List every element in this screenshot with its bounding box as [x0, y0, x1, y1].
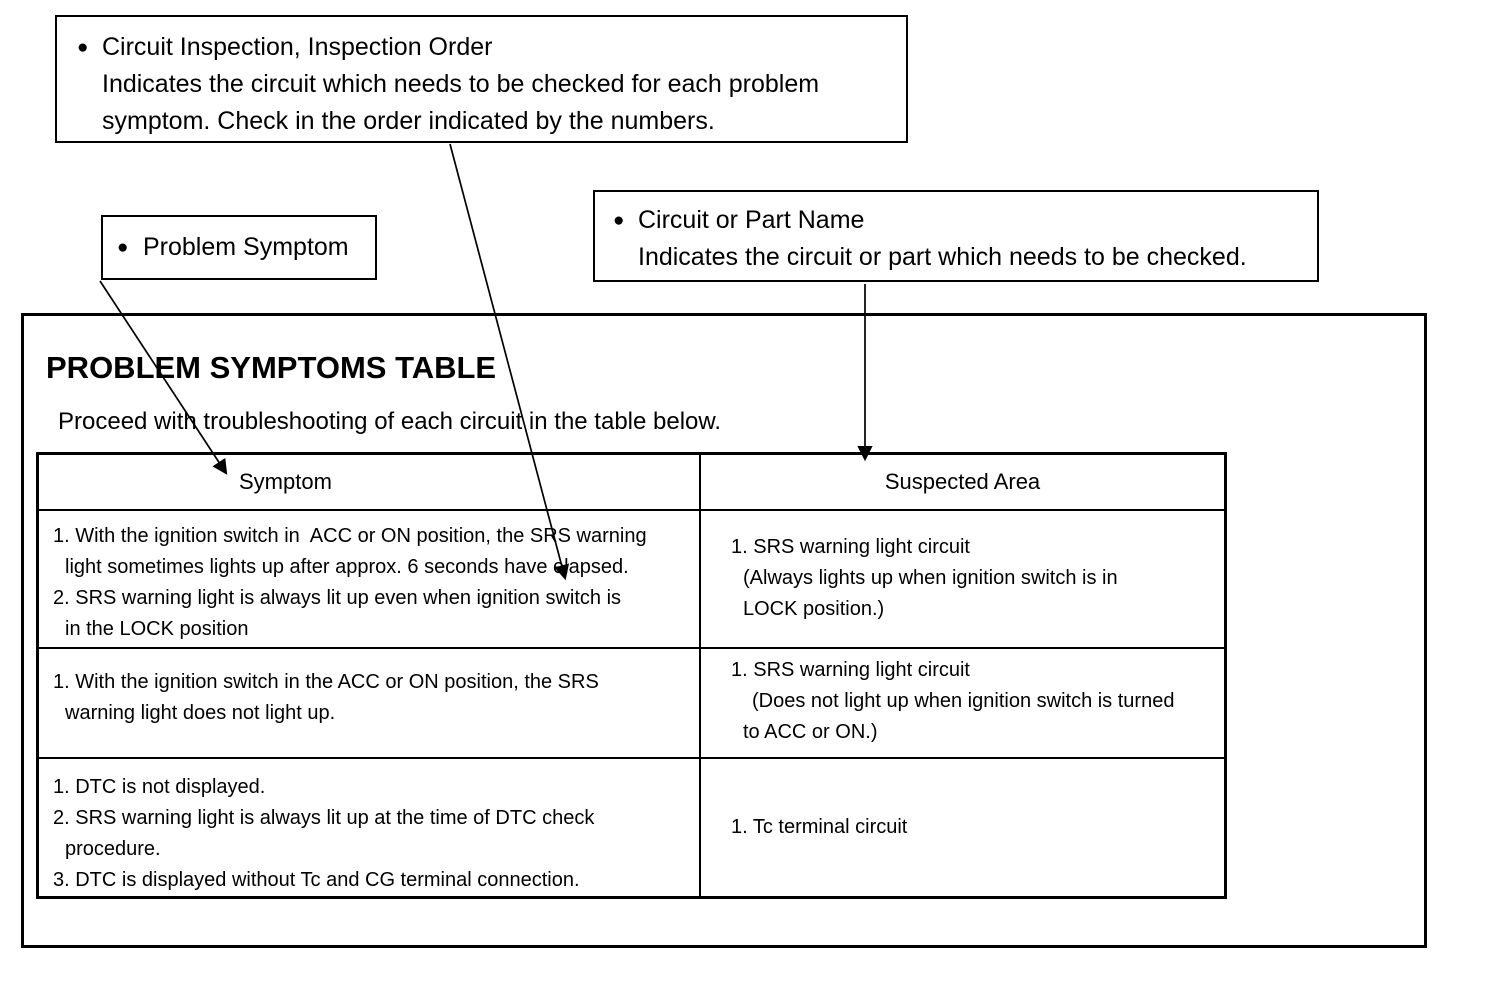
callout-circuit-or-part-line1: Indicates the circuit or part which need…	[638, 243, 1247, 271]
symptom-line: 2. SRS warning light is always lit up ev…	[53, 587, 622, 609]
column-header-suspected-area: Suspected Area	[701, 455, 1224, 509]
column-header-symptom-label: Symptom	[239, 469, 332, 494]
callout-title-row: ● Problem Symptom	[103, 229, 375, 266]
callout-circuit-inspection-line2: symptom. Check in the order indicated by…	[102, 107, 715, 135]
suspected-area-line: 1. SRS warning light circuit	[731, 659, 970, 681]
column-header-symptom: Symptom	[39, 455, 701, 509]
table-header-row: Symptom Suspected Area	[39, 455, 1224, 509]
table-row: 1. With the ignition switch in the ACC o…	[39, 647, 1224, 757]
page-title: PROBLEM SYMPTOMS TABLE	[46, 350, 497, 385]
suspected-area-cell: 1. SRS warning light circuit (Does not l…	[701, 649, 1224, 757]
symptom-line: 1. DTC is not displayed.	[53, 776, 266, 798]
page-subtitle: Proceed with troubleshooting of each cir…	[58, 408, 722, 435]
suspected-area-line: (Does not light up when ignition switch …	[752, 690, 1175, 712]
symptom-cell: 1. With the ignition switch in ACC or ON…	[39, 511, 701, 647]
symptom-cell: 1. DTC is not displayed. 2. SRS warning …	[39, 759, 701, 896]
problem-symptoms-panel: PROBLEM SYMPTOMS TABLE Proceed with trou…	[21, 313, 1427, 948]
callout-problem-symptom: ● Problem Symptom	[101, 215, 377, 280]
bullet-icon: ●	[77, 37, 89, 58]
symptom-line: 3. DTC is displayed without Tc and CG te…	[53, 869, 580, 891]
callout-problem-symptom-title: Problem Symptom	[143, 233, 349, 261]
suspected-area-line: (Always lights up when ignition switch i…	[743, 567, 1118, 589]
callout-circuit-inspection-title: Circuit Inspection, Inspection Order	[102, 33, 493, 61]
column-header-suspected-area-label: Suspected Area	[884, 469, 1041, 494]
symptom-line: 1. With the ignition switch in the ACC o…	[53, 671, 599, 693]
symptom-line: warning light does not light up.	[65, 702, 336, 724]
symptom-line: light sometimes lights up after approx. …	[65, 556, 629, 578]
table-row: 1. DTC is not displayed. 2. SRS warning …	[39, 757, 1224, 896]
suspected-area-line: 1. Tc terminal circuit	[731, 816, 908, 838]
table-row: 1. With the ignition switch in ACC or ON…	[39, 509, 1224, 647]
problem-symptoms-table: Symptom Suspected Area 1. With the ignit…	[36, 452, 1227, 899]
symptom-line: procedure.	[65, 838, 161, 860]
suspected-area-cell: 1. SRS warning light circuit (Always lig…	[701, 511, 1224, 647]
suspected-area-line: 1. SRS warning light circuit	[731, 536, 970, 558]
bullet-icon: ●	[117, 237, 129, 258]
suspected-area-cell: 1. Tc terminal circuit	[701, 759, 1224, 896]
suspected-area-line: to ACC or ON.)	[743, 721, 878, 743]
callout-title-row: ● Circuit Inspection, Inspection Order	[57, 29, 906, 66]
symptom-line: in the LOCK position	[65, 618, 249, 640]
suspected-area-line: LOCK position.)	[743, 598, 885, 620]
symptom-line: 2. SRS warning light is always lit up at…	[53, 807, 595, 829]
callout-circuit-inspection: ● Circuit Inspection, Inspection Order I…	[55, 15, 908, 143]
symptom-line: 1. With the ignition switch in ACC or ON…	[53, 525, 647, 547]
callout-circuit-or-part-title: Circuit or Part Name	[638, 206, 865, 234]
callout-circuit-or-part-name: ● Circuit or Part Name Indicates the cir…	[593, 190, 1319, 282]
bullet-icon: ●	[613, 210, 625, 231]
symptom-cell: 1. With the ignition switch in the ACC o…	[39, 649, 701, 757]
callout-circuit-inspection-line1: Indicates the circuit which needs to be …	[102, 70, 820, 98]
callout-title-row: ● Circuit or Part Name	[595, 202, 1317, 239]
